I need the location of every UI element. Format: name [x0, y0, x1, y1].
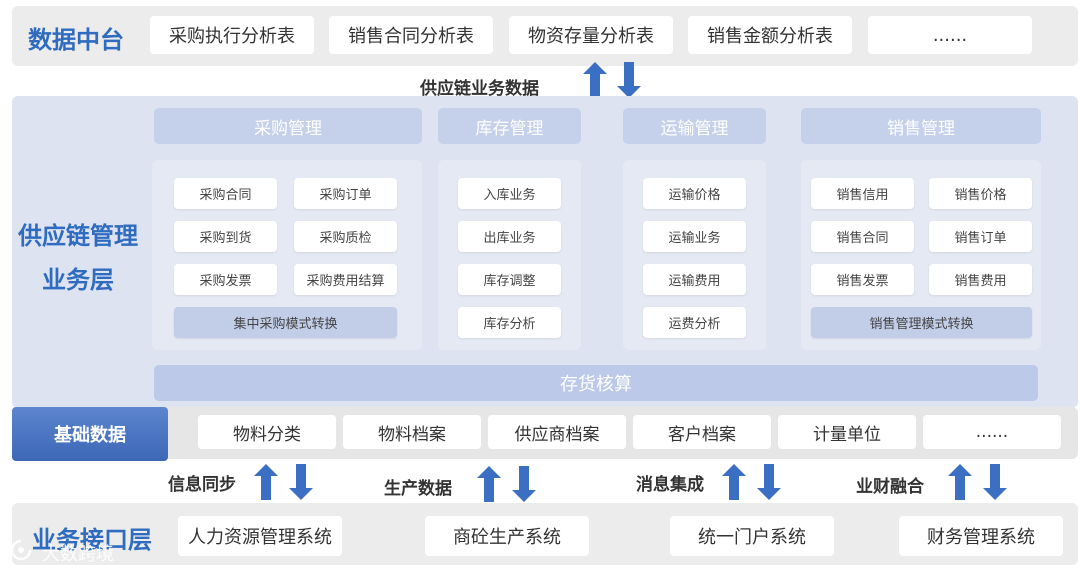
transport-item: 运输费用	[643, 264, 746, 295]
transport-item: 运输业务	[643, 221, 746, 252]
purchase-mode-conversion: 集中采购模式转换	[174, 307, 397, 338]
interface-layer-title: 业务接口层	[32, 526, 152, 554]
arrow-up-icon	[948, 464, 972, 500]
watermark-logo-icon	[10, 539, 32, 561]
base-data-item: 供应商档案	[488, 415, 626, 449]
arrow-up-icon	[722, 464, 746, 500]
watermark-text: 大数跨境	[42, 544, 114, 565]
base-data-item: 物料档案	[343, 415, 481, 449]
base-data-item: 计量单位	[778, 415, 916, 449]
interface-system-item: 财务管理系统	[899, 516, 1063, 556]
arrow-up-icon	[477, 466, 501, 502]
purchase-item: 采购质检	[294, 221, 397, 252]
sales-item: 销售信用	[811, 178, 914, 209]
sales-item: 销售合同	[811, 221, 914, 252]
flow-label-info-sync: 信息同步	[168, 475, 236, 495]
sales-item: 销售费用	[929, 264, 1032, 295]
flow-label-message-integration: 消息集成	[636, 475, 704, 495]
data-platform-item: 销售合同分析表	[329, 16, 493, 54]
purchase-item: 采购费用结算	[294, 264, 397, 295]
inventory-item: 库存调整	[458, 264, 561, 295]
purchase-item: 采购到货	[174, 221, 277, 252]
base-data-item: 物料分类	[198, 415, 336, 449]
transport-item: 运费分析	[643, 307, 746, 338]
inventory-item: 库存分析	[458, 307, 561, 338]
base-data-item: ......	[923, 415, 1061, 449]
business-layer-title-line1: 供应链管理	[18, 222, 138, 250]
arrow-down-icon	[983, 464, 1007, 500]
sales-item: 销售发票	[811, 264, 914, 295]
purchase-item: 采购合同	[174, 178, 277, 209]
flow-label-production-data: 生产数据	[384, 479, 452, 499]
sales-item: 销售价格	[929, 178, 1032, 209]
purchase-item: 采购发票	[174, 264, 277, 295]
group-title-purchase: 采购管理	[154, 108, 422, 144]
group-title-sales: 销售管理	[801, 108, 1041, 144]
flow-label-business-finance: 业财融合	[856, 477, 924, 497]
data-platform-item: ......	[868, 16, 1032, 54]
arrow-down-icon	[512, 466, 536, 502]
arrow-down-icon	[757, 464, 781, 500]
data-platform-title: 数据中台	[28, 26, 124, 54]
inventory-accounting-bar: 存货核算	[154, 365, 1038, 401]
sales-item: 销售订单	[929, 221, 1032, 252]
data-platform-item: 采购执行分析表	[150, 16, 314, 54]
group-title-inventory: 库存管理	[438, 108, 581, 144]
business-layer-title-line2: 业务层	[42, 266, 114, 294]
arrow-up-icon	[254, 464, 278, 500]
transport-item: 运输价格	[643, 178, 746, 209]
inventory-item: 入库业务	[458, 178, 561, 209]
arrow-up-icon	[583, 62, 607, 98]
group-title-transport: 运输管理	[623, 108, 766, 144]
arrow-down-icon	[289, 464, 313, 500]
supply-chain-flow-label: 供应链业务数据	[420, 79, 539, 99]
purchase-item: 采购订单	[294, 178, 397, 209]
interface-system-item: 统一门户系统	[670, 516, 834, 556]
data-platform-item: 物资存量分析表	[509, 16, 673, 54]
inventory-item: 出库业务	[458, 221, 561, 252]
interface-system-item: 商砼生产系统	[425, 516, 589, 556]
arrow-down-icon	[617, 62, 641, 98]
data-platform-item: 销售金额分析表	[688, 16, 852, 54]
base-data-item: 客户档案	[633, 415, 771, 449]
sales-mode-conversion: 销售管理模式转换	[811, 307, 1032, 338]
interface-system-item: 人力资源管理系统	[178, 516, 342, 556]
base-data-title: 基础数据	[12, 407, 168, 461]
